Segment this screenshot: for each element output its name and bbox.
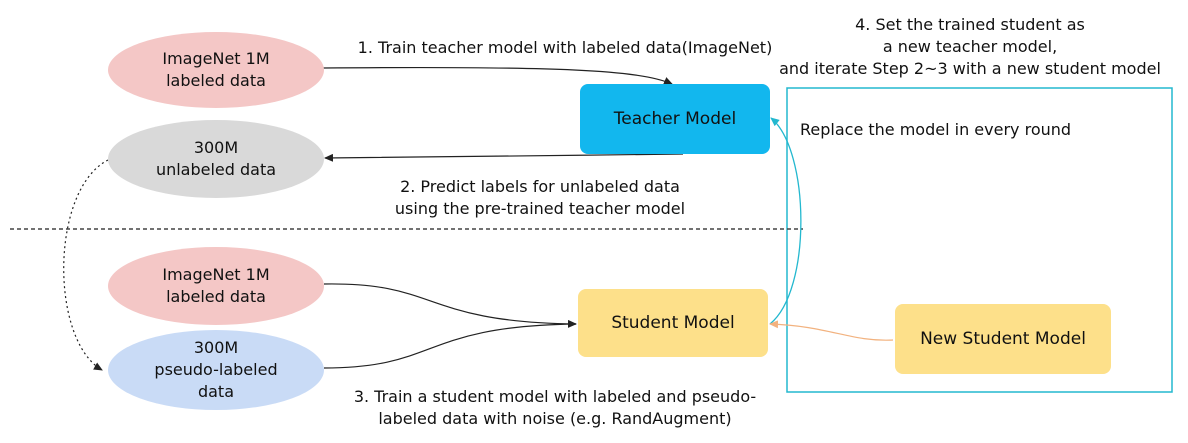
arrow-unlabeled-to-pseudo bbox=[63, 159, 109, 371]
step-1-label: 1. Train teacher model with labeled data… bbox=[357, 38, 773, 57]
teacher-model-box: Teacher Model bbox=[580, 84, 770, 154]
student-model-box: Student Model bbox=[578, 289, 768, 357]
loop-box-label: Replace the model in every round bbox=[800, 120, 1072, 139]
step-3-label: 3. Train a student model with labeled an… bbox=[353, 387, 757, 428]
step-2-label: 2. Predict labels for unlabeled data usi… bbox=[394, 177, 686, 218]
imagenet-labeled-node: ImageNet 1M labeled data bbox=[108, 32, 324, 108]
arrow-student-to-teacher bbox=[769, 117, 802, 325]
arrow-imagenet-to-student bbox=[323, 283, 577, 328]
arrow-newstudent-to-student bbox=[769, 320, 894, 341]
loop-box bbox=[786, 87, 1173, 393]
new-student-model-box: New Student Model bbox=[895, 304, 1111, 374]
pseudo-labeled-data-node: 300M pseudo-labeled data bbox=[108, 330, 324, 410]
arrow-imagenet-to-teacher bbox=[322, 66, 673, 85]
arrow-teacher-to-unlabeled bbox=[324, 153, 684, 162]
arrow-pseudo-to-student bbox=[323, 323, 577, 369]
imagenet-labeled-node-student: ImageNet 1M labeled data bbox=[108, 247, 324, 325]
step-4-label: 4. Set the trained student as a new teac… bbox=[779, 15, 1161, 78]
unlabeled-data-node: 300M unlabeled data bbox=[108, 120, 324, 198]
